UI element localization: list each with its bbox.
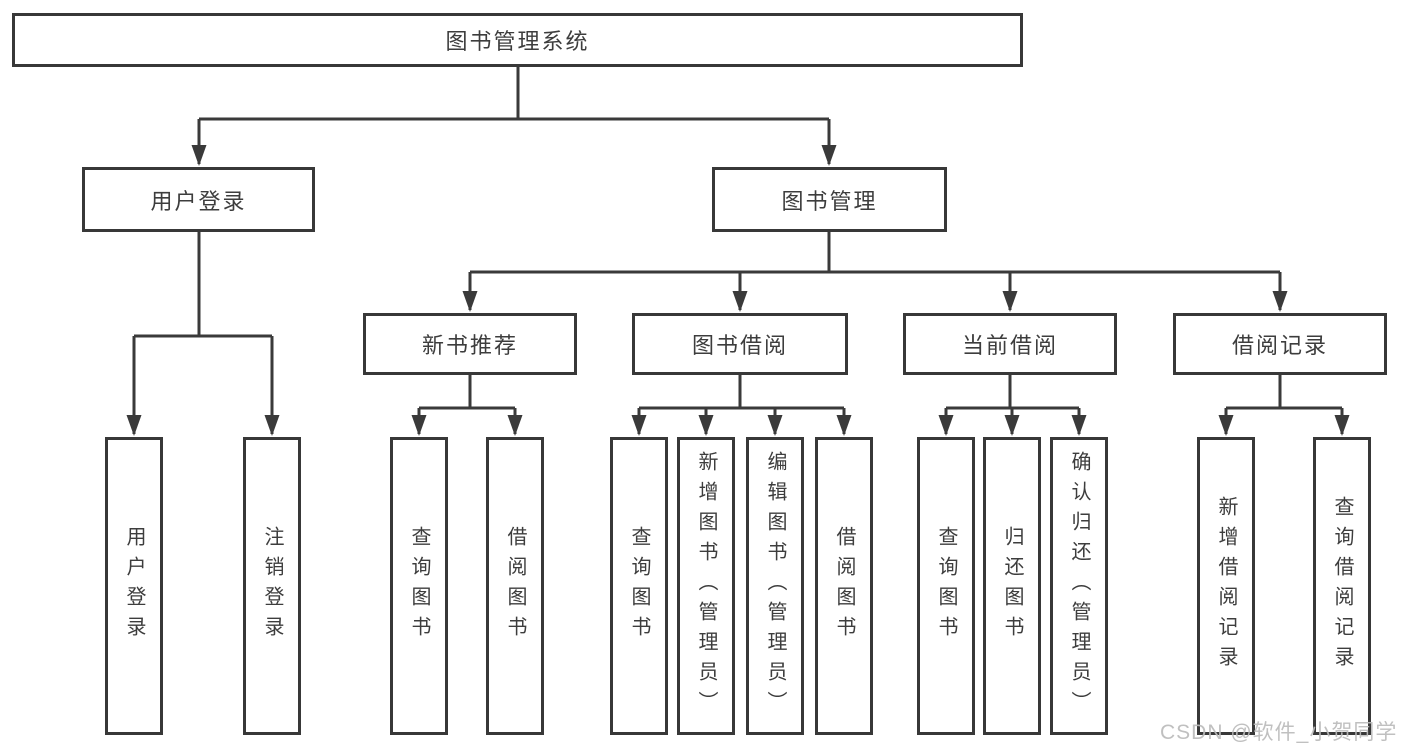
csdn-watermark: CSDN @软件_小贺同学	[1160, 721, 1398, 744]
leaf-add-borrow-record: 新增借阅记录	[1197, 437, 1255, 735]
leaf-query-borrow-record: 查询借阅记录	[1313, 437, 1371, 735]
node-library-management-system: 图书管理系统	[12, 13, 1023, 67]
node-book-management: 图书管理	[712, 167, 947, 232]
node-current-borrow: 当前借阅	[903, 313, 1117, 375]
node-book-borrow: 图书借阅	[632, 313, 848, 375]
node-user-login: 用户登录	[82, 167, 315, 232]
leaf-confirm-return-admin: 确认归还（管理员）	[1050, 437, 1108, 735]
leaf-borrow-books-recommend: 借阅图书	[486, 437, 544, 735]
leaf-query-books-recommend: 查询图书	[390, 437, 448, 735]
leaf-logout-login: 注销登录	[243, 437, 301, 735]
node-new-book-recommend: 新书推荐	[363, 313, 577, 375]
leaf-edit-book-admin: 编辑图书（管理员）	[746, 437, 804, 735]
leaf-user-login: 用户登录	[105, 437, 163, 735]
leaf-query-books-borrow: 查询图书	[610, 437, 668, 735]
node-borrow-records: 借阅记录	[1173, 313, 1387, 375]
leaf-return-book: 归还图书	[983, 437, 1041, 735]
leaf-add-book-admin: 新增图书（管理员）	[677, 437, 735, 735]
leaf-borrow-books-borrow: 借阅图书	[815, 437, 873, 735]
leaf-query-books-current: 查询图书	[917, 437, 975, 735]
